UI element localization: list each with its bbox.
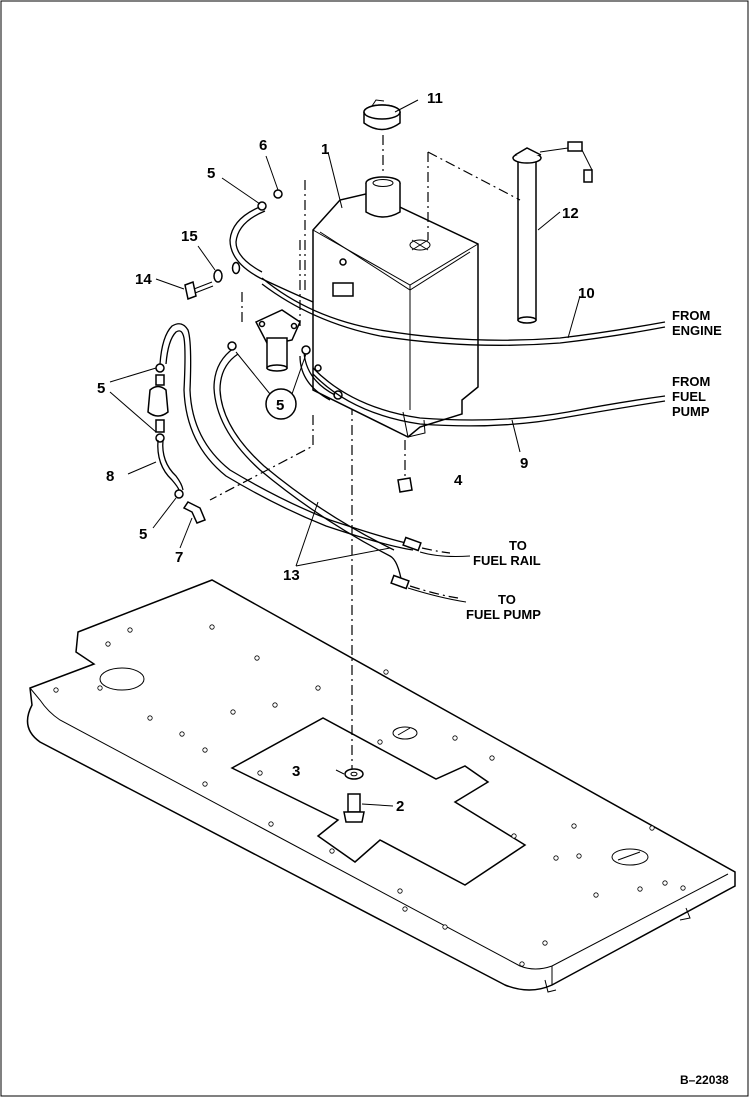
filter-assembly — [254, 309, 301, 372]
plate-hole-mid — [392, 726, 418, 740]
callout-13: 13 — [283, 567, 300, 584]
callout-5: 5 — [207, 165, 215, 182]
note-to-fuel-pump-line1: TO — [498, 592, 516, 607]
hoses — [157, 205, 666, 585]
note-from-fuel-pump-line1: FROM — [672, 374, 710, 389]
callout-3: 3 — [292, 763, 300, 780]
note-from-fuel-pump-line3: PUMP — [672, 404, 710, 419]
plate-hole-right — [611, 848, 649, 866]
washer-15 — [213, 261, 241, 283]
fuel-cap — [363, 99, 401, 131]
bolt-14 — [184, 280, 214, 301]
elbow-fitting — [174, 489, 206, 524]
callout-5: 5 — [97, 380, 105, 397]
callout-2: 2 — [396, 798, 404, 815]
fuel-tank — [312, 176, 479, 438]
note-from-fuel-pump-line2: FUEL — [672, 389, 706, 404]
bolt-2 — [343, 793, 365, 823]
callout-6: 6 — [259, 137, 267, 154]
callout-5-circled: 5 — [276, 397, 284, 414]
callout-5: 5 — [139, 526, 147, 543]
callout-11: 11 — [427, 90, 443, 107]
note-to-fuel-rail-line1: TO — [509, 538, 527, 553]
inline-filter — [147, 363, 169, 443]
note-from-engine-line1: FROM — [672, 308, 710, 323]
drain-plug — [397, 477, 413, 493]
callout-9: 9 — [520, 455, 528, 472]
callout-14: 14 — [135, 271, 152, 288]
drawing-code: B–22038 — [680, 1073, 729, 1087]
callout-12: 12 — [562, 205, 579, 222]
note-from-engine-line2: ENGINE — [672, 323, 722, 338]
callout-10: 10 — [578, 285, 595, 302]
fuel-pump-fitting — [390, 574, 410, 590]
hose-clamps — [227, 189, 311, 355]
callout-1: 1 — [321, 141, 329, 158]
frame-plate — [26, 579, 736, 993]
plate-hole-left — [99, 667, 145, 691]
plate-bolt-holes — [53, 624, 686, 967]
callout-4: 4 — [454, 472, 463, 489]
tank-side-fitting — [332, 282, 354, 297]
callout-8: 8 — [106, 468, 114, 485]
washer-3 — [344, 768, 364, 780]
leader-lines — [109, 99, 581, 807]
fuel-sender — [512, 141, 593, 324]
callout-7: 7 — [175, 549, 183, 566]
callout-5-circle — [265, 388, 297, 420]
fuel-rail-fitting — [402, 536, 422, 552]
callout-15: 15 — [181, 228, 198, 245]
note-to-fuel-rail-line2: FUEL RAIL — [473, 553, 541, 568]
note-to-fuel-pump-line2: FUEL PUMP — [466, 607, 541, 622]
